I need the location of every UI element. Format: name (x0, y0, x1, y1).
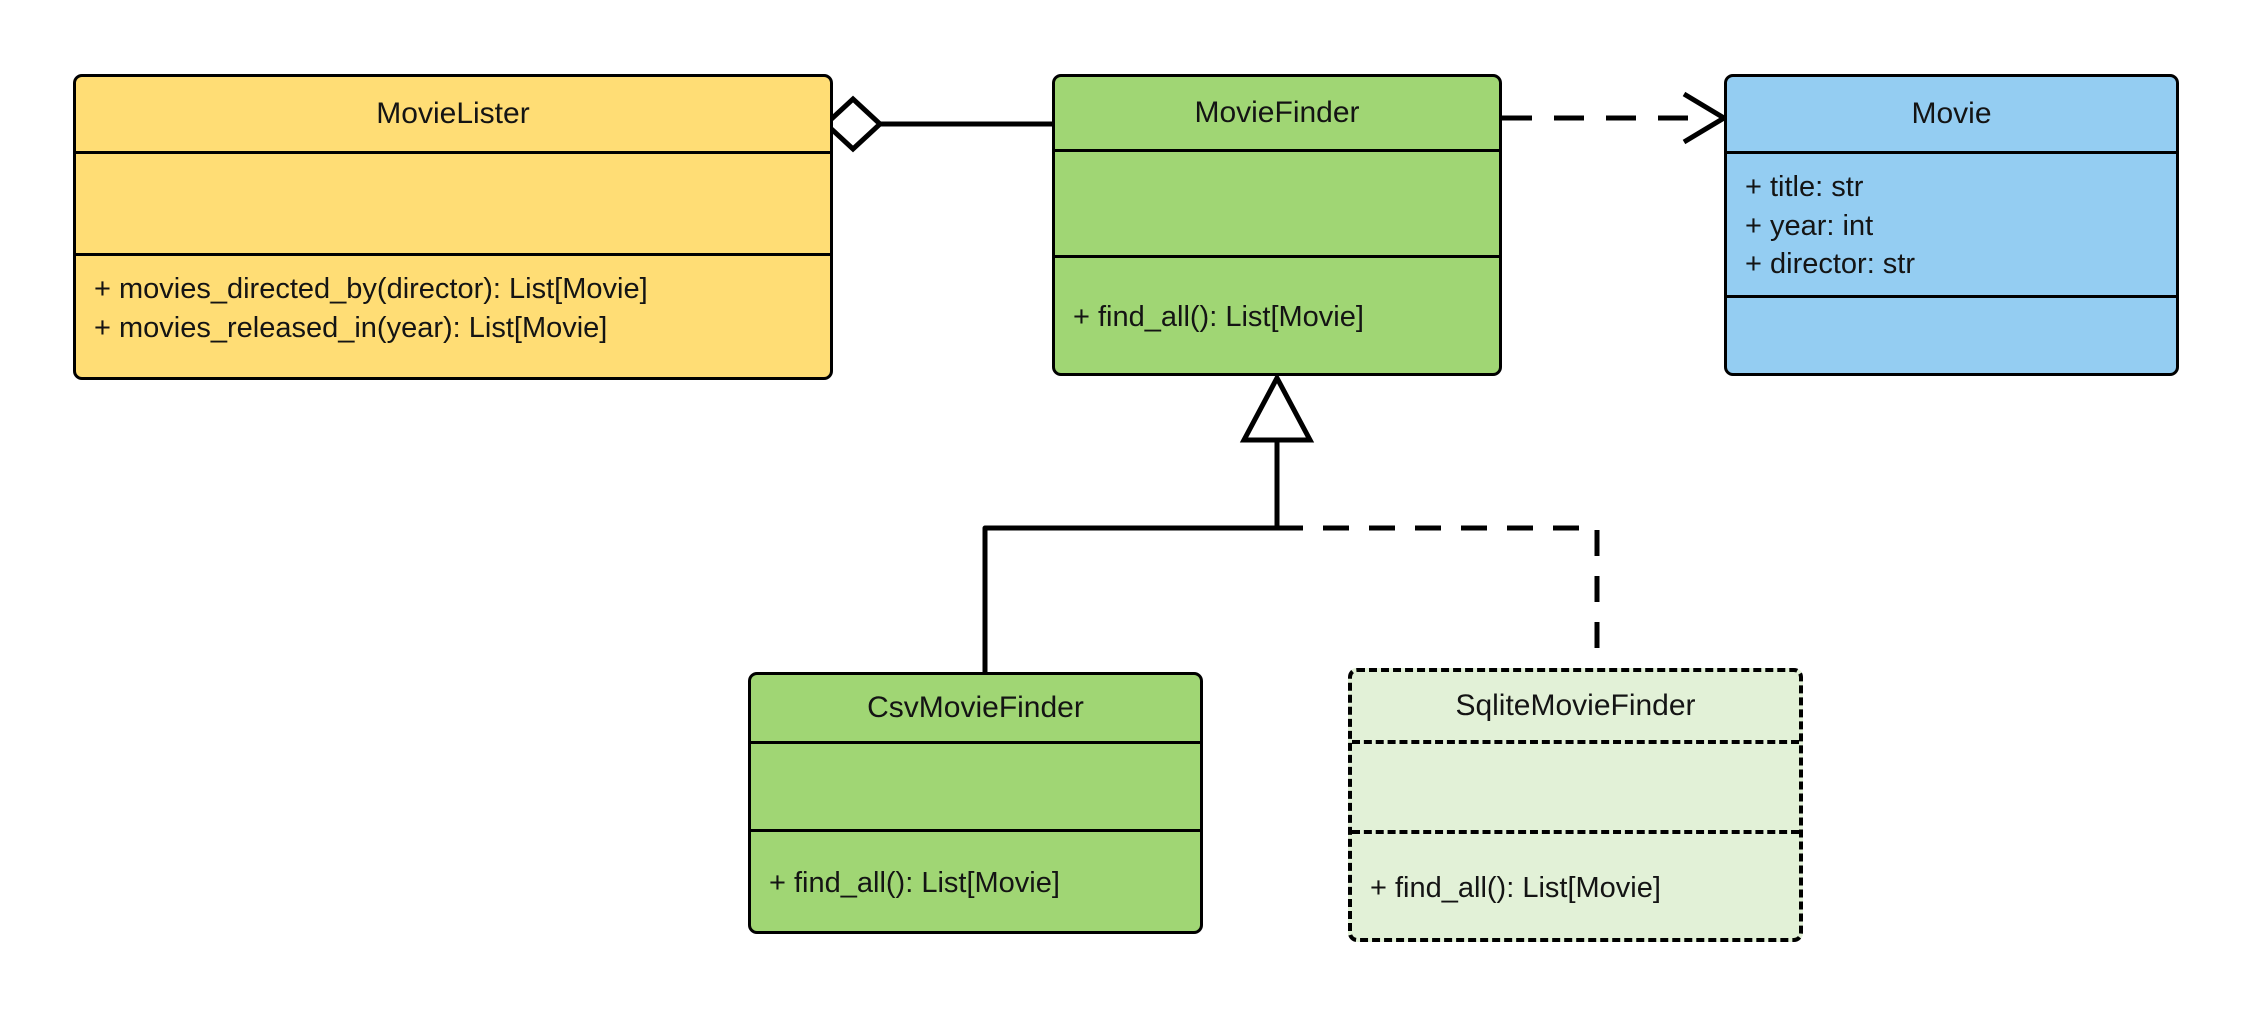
method-item: + find_all(): List[Movie] (1073, 301, 1364, 334)
attribute-item: + director: str (1745, 248, 1916, 281)
method-item: + find_all(): List[Movie] (769, 867, 1060, 900)
attributes-compartment-csv-movie-finder (751, 741, 1200, 829)
class-title-movie: Movie (1727, 77, 2176, 151)
class-box-movie-finder[interactable]: MovieFinder + find_all(): List[Movie] (1052, 74, 1502, 376)
class-box-sqlite-movie-finder[interactable]: SqliteMovieFinder + find_all(): List[Mov… (1348, 668, 1803, 942)
open-arrow-marker (1682, 91, 1729, 145)
edge-generalization-sqlite (1277, 525, 1600, 672)
class-title-csv-movie-finder: CsvMovieFinder (751, 675, 1200, 741)
class-name-label: MovieFinder (1194, 96, 1360, 129)
hollow-triangle-marker (1239, 372, 1315, 443)
methods-compartment-sqlite-movie-finder: + find_all(): List[Movie] (1352, 830, 1799, 938)
edge-generalization-trunk (1239, 372, 1315, 528)
methods-compartment-movie-finder: + find_all(): List[Movie] (1055, 255, 1499, 373)
class-title-sqlite-movie-finder: SqliteMovieFinder (1352, 672, 1799, 740)
method-item: + movies_directed_by(director): List[Mov… (94, 273, 648, 305)
edge-aggregation-lister-finder (822, 95, 1052, 153)
class-title-movie-finder: MovieFinder (1055, 77, 1499, 149)
edge-dependency-finder-movie (1502, 91, 1729, 145)
class-title-movie-lister: MovieLister (76, 77, 830, 151)
attributes-compartment-movie: + title: str + year: int + director: str (1727, 151, 2176, 295)
class-box-movie[interactable]: Movie + title: str + year: int + directo… (1724, 74, 2179, 376)
class-name-label: Movie (1911, 97, 1992, 130)
hollow-diamond-marker (822, 95, 884, 153)
attributes-compartment-sqlite-movie-finder (1352, 740, 1799, 830)
method-item: + find_all(): List[Movie] (1370, 871, 1661, 904)
generalization-branch-csv (982, 525, 1277, 672)
methods-compartment-csv-movie-finder: + find_all(): List[Movie] (751, 829, 1200, 931)
edge-generalization-csv (982, 525, 1277, 672)
generalization-branch-sqlite (1277, 525, 1600, 672)
class-name-label: SqliteMovieFinder (1455, 689, 1696, 722)
attribute-item: + year: int (1745, 209, 1874, 242)
class-name-label: CsvMovieFinder (867, 691, 1084, 724)
attributes-compartment-movie-finder (1055, 149, 1499, 255)
class-box-csv-movie-finder[interactable]: CsvMovieFinder + find_all(): List[Movie] (748, 672, 1203, 934)
method-item: + movies_released_in(year): List[Movie] (94, 311, 608, 344)
methods-compartment-movie-lister: + movies_directed_by(director): List[Mov… (76, 253, 830, 377)
class-box-movie-lister[interactable]: MovieLister + movies_directed_by(directo… (73, 74, 833, 380)
attribute-item: + title: str (1745, 171, 1864, 203)
class-name-label: MovieLister (376, 97, 530, 130)
attributes-compartment-movie-lister (76, 151, 830, 253)
methods-compartment-movie (1727, 295, 2176, 373)
